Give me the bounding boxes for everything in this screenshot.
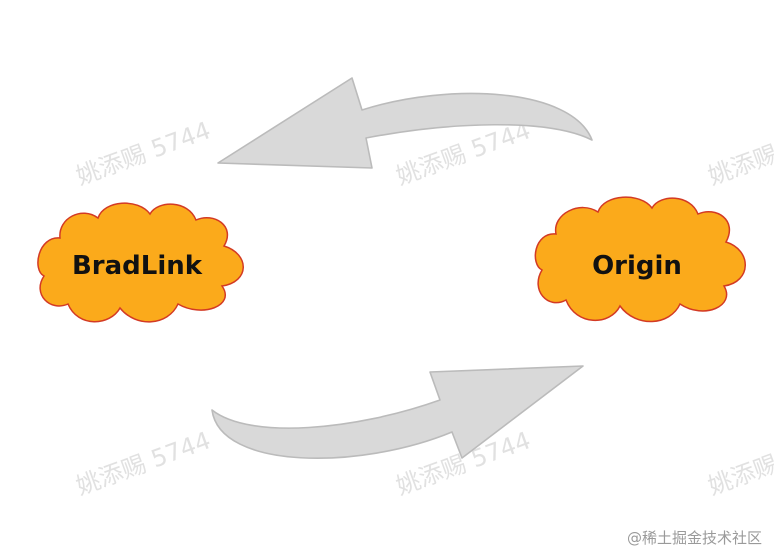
arrow-bradlink-to-origin (211, 365, 584, 460)
node-label-origin: Origin (592, 251, 682, 281)
watermark-text: 姚添赐 5744 (72, 426, 214, 500)
watermark-text: 姚添赐 5744 (704, 116, 774, 190)
arrow-origin-to-bradlink (217, 77, 593, 169)
cloud-shape (37, 202, 244, 323)
credit-watermark: @稀土掘金技术社区 (626, 529, 762, 547)
node-label-bradlink: BradLink (72, 251, 203, 281)
watermark-text: 姚添赐 5744 (704, 426, 774, 500)
node-origin: Origin (534, 196, 746, 323)
cloud-shape (534, 196, 746, 323)
watermark-text: 姚添赐 5744 (72, 116, 214, 190)
node-bradlink: BradLink (37, 202, 244, 323)
